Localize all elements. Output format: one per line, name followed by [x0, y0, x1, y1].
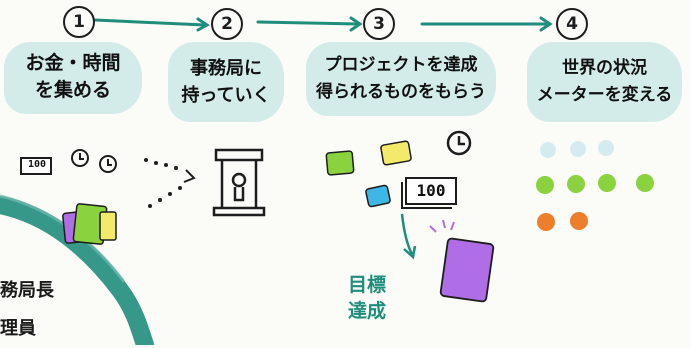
ballot-box-icon [212, 148, 266, 217]
arrow-2-3-head [349, 16, 363, 32]
clock-icon [71, 149, 89, 167]
step2-text: 事務局に 持っていく [181, 58, 271, 106]
card-green [325, 150, 355, 176]
step4-bubble [527, 42, 682, 122]
teal-curve [0, 196, 154, 345]
bill-icon [405, 177, 457, 205]
step-arrows [93, 16, 553, 32]
coin-label: 100 [27, 159, 47, 170]
step3-bubble [306, 42, 496, 116]
side-label: 務局長 理員 [0, 280, 54, 339]
meter-dots [536, 140, 654, 231]
bill-label: 100 [416, 181, 446, 200]
dotted-arrows [144, 158, 182, 208]
step3-text: プロジェクトを達成 得られるものをもらう [316, 55, 486, 102]
step4-number: 4 [556, 8, 588, 40]
goal-label: 目標 達成 [347, 274, 386, 322]
arrow-3-4-head [539, 16, 553, 32]
card-purple [439, 237, 495, 303]
arrow-1-2-head [196, 17, 210, 32]
card-yellow [99, 211, 117, 241]
step1-number: 1 [63, 6, 95, 38]
step4-text: 世界の状況 メーターを変える [536, 58, 673, 105]
step1-bubble [4, 42, 142, 114]
coin-icon [20, 157, 52, 175]
step3-number: 3 [363, 8, 395, 40]
step2-bubble [168, 42, 284, 122]
arrow-1-2 [93, 18, 207, 27]
clock-icon [99, 155, 117, 173]
step1-items [20, 149, 117, 175]
step1-cards [62, 203, 117, 245]
arrow-2-3 [256, 20, 360, 26]
card-yellow [380, 140, 412, 166]
clock-icon [446, 130, 472, 156]
step1-text: お金・時間 を集める [25, 52, 121, 101]
step2-number: 2 [211, 8, 243, 40]
sparkle-lines [429, 219, 455, 233]
step3-items [325, 130, 472, 209]
goal-arrow [400, 213, 414, 255]
card-blue [365, 184, 391, 208]
